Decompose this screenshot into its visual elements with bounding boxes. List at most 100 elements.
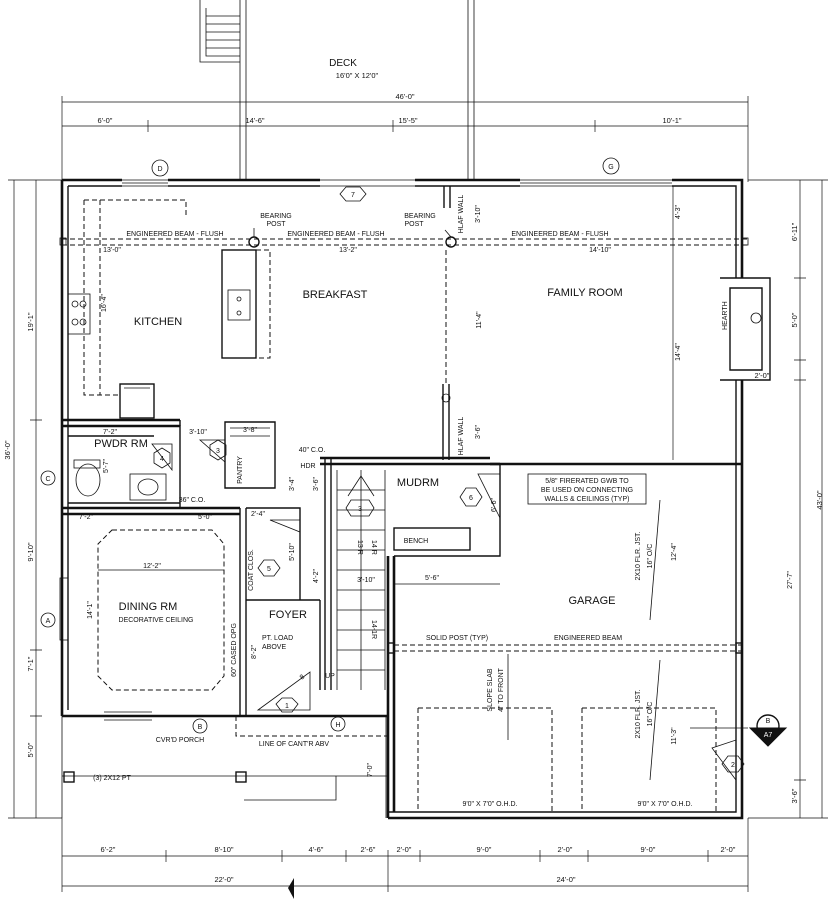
coat-dim-2: 5'-10" xyxy=(289,543,296,561)
pwdr-width-dim: 7'-2" xyxy=(103,429,117,436)
foyer-dim-1: 4'-2" xyxy=(313,569,320,583)
mudroom-label: MUDRM xyxy=(397,477,439,489)
tag-2: 2 xyxy=(731,762,735,769)
stair: 3 13 R 14 R 3'-10" 14-1R UP xyxy=(325,470,386,690)
half-wall-dim: 3'-10" xyxy=(475,205,482,223)
exterior-walls: HEARTH xyxy=(60,178,771,820)
breakfast-label: BREAKFAST xyxy=(303,289,368,301)
deck: DECK 16'0" X 12'0" xyxy=(199,0,475,180)
tag-3b: 3 xyxy=(358,506,362,513)
breakfast-dim: 11'-4" xyxy=(476,311,483,329)
grid-tag-a: A xyxy=(46,618,51,625)
bearing-post-2a: BEARING xyxy=(404,213,436,220)
tag-7: 7 xyxy=(339,186,367,202)
half-wall: HLAF WALL 3'-10" HLAF WALL 3'-6" 11'-4" … xyxy=(441,186,682,460)
dining-dim-5-0: 5'-0" xyxy=(198,514,212,521)
half-wall-label-1: HLAF WALL xyxy=(458,195,465,234)
dim-left-3: 7'-1" xyxy=(26,656,35,671)
bearing-post-1a: BEARING xyxy=(260,213,292,220)
dim-left-overall: 36'-0" xyxy=(3,440,12,459)
firerated-note: 5/8" FIRERATED GWB TO BE USED ON CONNECT… xyxy=(527,473,647,505)
header-beam-label: (3) 2X12 PT xyxy=(93,775,131,782)
grid-tag-g: G xyxy=(608,164,613,171)
beams: ENGINEERED BEAM - FLUSH ENGINEERED BEAM … xyxy=(59,213,749,254)
garage-door-1: 9'0" X 7'0" O.H.D. xyxy=(462,801,517,808)
tag-5: 5 xyxy=(267,566,271,573)
half-wall-label-2: HLAF WALL xyxy=(458,417,465,456)
kitchen-depth-dim: 16'-4" xyxy=(101,294,108,312)
joist-2b: 16" O/C xyxy=(647,702,654,727)
grid-tag-d: D xyxy=(157,166,162,173)
cased-opening: 60" CASED OPG xyxy=(231,623,238,677)
dim-right-1: 6'-11" xyxy=(790,222,799,241)
pt-load-2: ABOVE xyxy=(262,644,286,651)
mud-dim: 6'-6" xyxy=(491,498,498,512)
garage-beam-label: ENGINEERED BEAM xyxy=(554,635,622,642)
foyer: FOYER PT. LOAD ABOVE 8'-2" 1 8 xyxy=(251,609,311,713)
dim-bot-2: 8'-10" xyxy=(214,845,233,854)
svg-text:BE USED ON CONNECTING: BE USED ON CONNECTING xyxy=(541,487,633,494)
coat-closet-label: COAT CLOS. xyxy=(248,549,255,591)
stair-13r: 13 R xyxy=(356,540,363,555)
pantry: PANTRY 3'-10" 3'-8" 3 4 xyxy=(151,427,257,484)
dim-bot-7: 2'-0" xyxy=(558,845,573,854)
dim-top-3: 15'-5" xyxy=(398,116,417,125)
mudroom: MUDRM BENCH 6 6'-6" xyxy=(397,473,501,545)
dim-bot-8: 9'-0" xyxy=(641,845,656,854)
dining-note: DECORATIVE CEILING xyxy=(119,617,194,624)
up-label: UP xyxy=(325,673,335,680)
pantry-dim-a: 3'-10" xyxy=(189,429,207,436)
joist-2a: 2X10 FLR. JST. xyxy=(635,689,642,738)
dim-right-overall: 43'-0" xyxy=(815,490,824,509)
powder-room-label: PWDR RM xyxy=(94,438,148,450)
svg-text:5/8" FIRERATED GWB TO: 5/8" FIRERATED GWB TO xyxy=(545,478,629,485)
powder-room: PWDR RM 7'-2" 5'-7" xyxy=(73,429,167,501)
tag-1: 1 xyxy=(285,703,289,710)
porch: CVR'D PORCH LINE OF CANT'R ABV (3) 2X12 … xyxy=(61,711,388,818)
dim-bot-overall-2: 24'-0" xyxy=(556,875,575,884)
beam-label-3: ENGINEERED BEAM - FLUSH xyxy=(511,231,608,238)
pantry-dim-b: 3'-8" xyxy=(243,427,257,434)
co-40-label: 40" C.O. xyxy=(299,447,326,454)
right-dim-4: 27'-7" xyxy=(787,571,794,589)
garage-dim-2: 12'-4" xyxy=(671,543,678,561)
grid-tag-c: C xyxy=(45,476,50,483)
coat-dim-1: 2'-4" xyxy=(251,511,265,518)
family-dim-2: 14'-4" xyxy=(675,343,682,361)
deck-label: DECK xyxy=(329,58,357,69)
hall-dim-1: 3'-4" xyxy=(289,477,296,491)
beam-seg-1: 13'-0" xyxy=(103,247,121,254)
hall-notes: 40" C.O. HDR 3'-4" 3'-6" 36" C.O. 7'-2" … xyxy=(79,447,325,521)
cantilever-label: LINE OF CANT'R ABV xyxy=(259,741,330,748)
deck-size: 16'0" X 12'0" xyxy=(336,71,379,80)
joist-1a: 2X10 FLR. JST. xyxy=(635,531,642,580)
pantry-label: PANTRY xyxy=(237,456,244,484)
interior-walls xyxy=(62,418,742,818)
dim-bot-1: 6'-2" xyxy=(101,845,116,854)
bottom-dimensions: 6'-2" 8'-10" 4'-6" 2'-6" 2'-0" 9'-0" 2'-… xyxy=(61,818,749,899)
tag-3a: 3 xyxy=(216,448,220,455)
grid-tag-h: H xyxy=(335,722,340,729)
joist-1b: 16" O/C xyxy=(647,544,654,569)
left-dimensions: 36'-0" 19'-1" 9'-10" 7'-1" 5'-0" xyxy=(3,179,62,819)
dim-bot-overall-1: 22'-0" xyxy=(214,875,233,884)
foyer-dim-2: 8'-2" xyxy=(251,645,258,659)
dim-bot-3: 4'-6" xyxy=(309,845,324,854)
foyer-label: FOYER xyxy=(269,609,307,621)
garage: GARAGE 5'-6" 2X10 FLR. JST. 16" O/C 12'-… xyxy=(387,499,794,813)
dim-top-4: 10'-1" xyxy=(662,116,681,125)
grid-tag-b: B xyxy=(198,724,203,731)
stair-14-1r: 14-1R xyxy=(370,620,377,639)
dim-bot-9: 2'-0" xyxy=(721,845,736,854)
beam-label-2: ENGINEERED BEAM - FLUSH xyxy=(287,231,384,238)
family-room-label: FAMILY ROOM xyxy=(547,287,622,299)
dim-top-2: 14'-6" xyxy=(245,116,264,125)
beam-seg-3: 14'-10" xyxy=(589,247,611,254)
garage-door-2: 9'0" X 7'0" O.H.D. xyxy=(637,801,692,808)
garage-dim-1: 5'-6" xyxy=(425,575,439,582)
dim-right-5: 3'-6" xyxy=(790,788,799,803)
beam-seg-2: 13'-2" xyxy=(339,247,357,254)
dim-top-1: 6'-0" xyxy=(98,116,113,125)
coat-closet: COAT CLOS. 2'-4" 5'-10" 5 4'-2" xyxy=(248,511,320,591)
